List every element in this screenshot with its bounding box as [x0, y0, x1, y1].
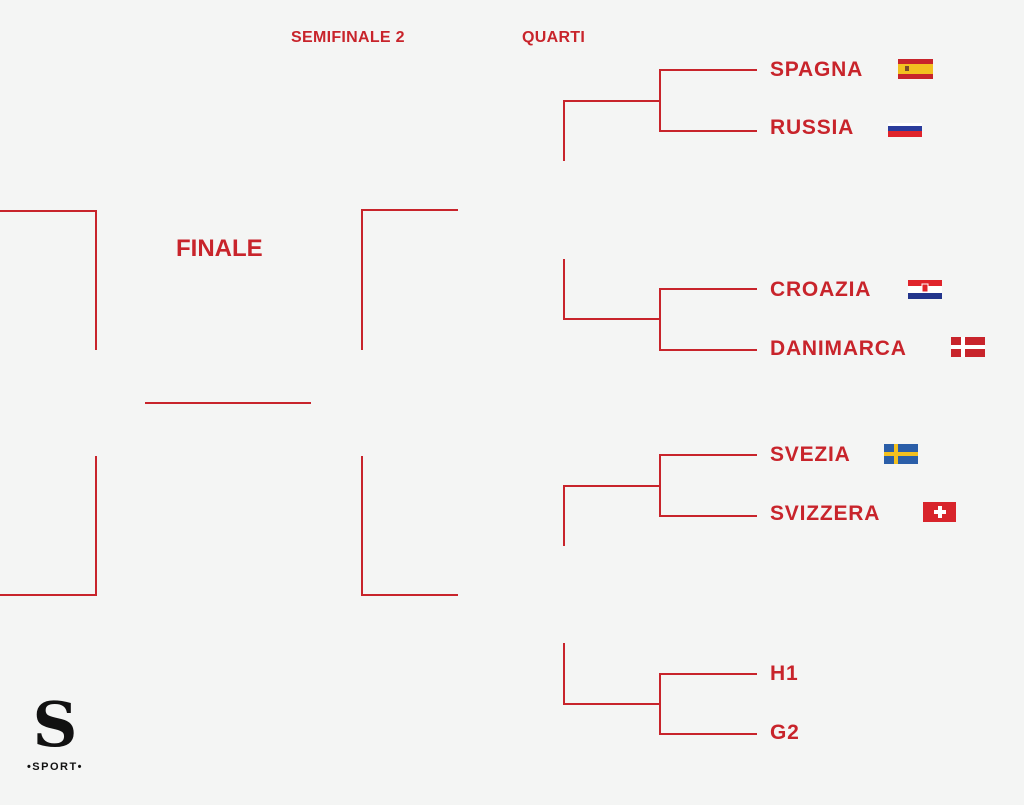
final-left-top-bracket — [0, 210, 97, 350]
team-russia: RUSSIA — [770, 116, 855, 139]
sport-logo: S •SPORT• — [27, 688, 83, 773]
team-croazia: CROAZIA — [770, 278, 872, 301]
quarter-bracket-4 — [563, 643, 757, 735]
semifinal-header: SEMIFINALE 2 — [291, 29, 405, 46]
semifinal-top-bracket — [361, 209, 458, 350]
svg-text:•SPORT•: •SPORT• — [27, 761, 83, 773]
team-g2: G2 — [770, 721, 800, 744]
quarters-header: QUARTI — [522, 29, 586, 46]
quarter-bracket-3 — [563, 454, 757, 546]
team-spagna: SPAGNA — [770, 58, 864, 81]
svg-text:S: S — [33, 688, 78, 761]
semifinal-bottom-bracket — [361, 456, 458, 596]
quarter-bracket-1 — [563, 69, 757, 161]
sweden-flag-icon — [884, 444, 918, 464]
quarter-bracket-2 — [563, 259, 757, 351]
team-svizzera: SVIZZERA — [770, 502, 881, 525]
final-left-bottom-bracket — [0, 456, 97, 596]
russia-flag-icon — [888, 123, 922, 137]
team-svezia: SVEZIA — [770, 443, 851, 466]
team-danimarca: DANIMARCA — [770, 337, 907, 360]
croatia-flag-icon — [908, 280, 942, 299]
switzerland-flag-icon — [923, 502, 956, 522]
team-h1: H1 — [770, 662, 799, 685]
final-header: FINALE — [176, 235, 263, 262]
denmark-flag-icon — [951, 337, 985, 357]
spain-flag-icon — [898, 59, 933, 79]
